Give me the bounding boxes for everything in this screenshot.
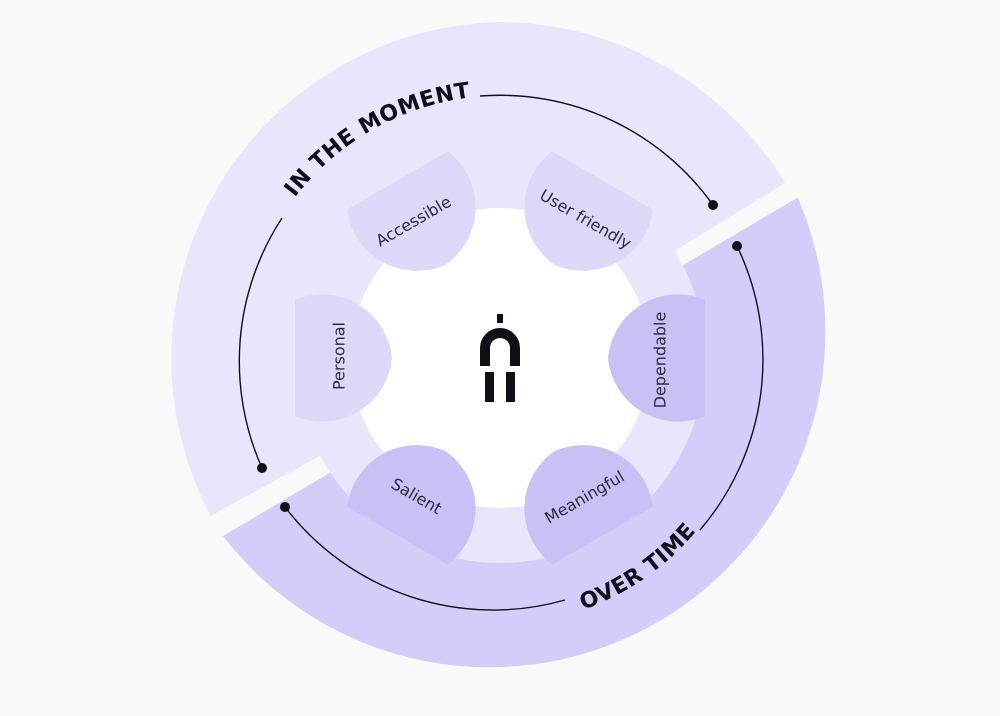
over-time-arc-right [699,245,764,531]
over-time-arc-bottom [284,506,566,611]
magnet-person-icon [480,314,520,402]
petal-shape [347,151,476,271]
petal-dependable: Dependable [608,294,705,422]
petal-shape [347,445,476,565]
petal-meaningful: Meaningful [524,445,653,565]
petal-salient: Salient [347,445,476,565]
petal-shape [524,151,653,271]
arc-end-dot [280,502,290,512]
petal-shape [608,294,705,422]
petal-personal: Personal [295,294,392,422]
petal-shape [295,294,392,422]
connector-arcs [238,94,764,611]
arc-end-dot [732,241,742,251]
in-the-moment-arc-left [238,217,283,469]
petal-accessible: Accessible [347,151,476,271]
center-disc [350,208,650,508]
petal-label-dependable: Dependable [651,312,670,409]
petal-shape [524,445,653,565]
petal-label-personal: Personal [330,322,349,390]
arc-end-dot [257,463,267,473]
petals: Accessible User friendlyDependableMeaning… [295,151,705,565]
arc-end-dot [708,200,718,210]
connector-dots [257,200,742,512]
petal-user-friendly: User friendly [524,151,653,271]
in-the-moment-arc-top [479,94,714,206]
